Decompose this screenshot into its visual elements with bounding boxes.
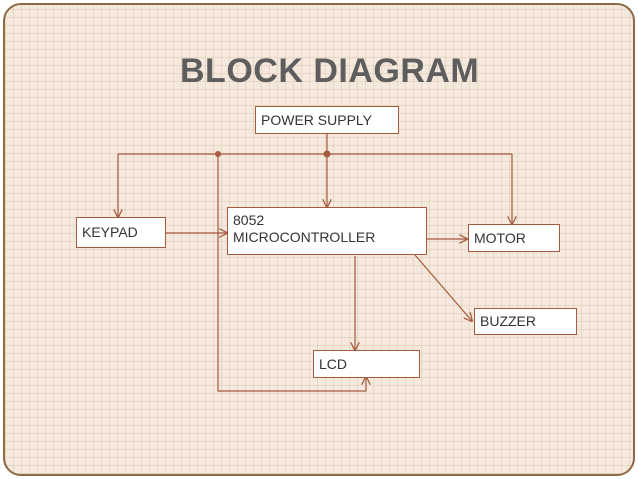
keypad-label: KEYPAD (82, 224, 138, 240)
power-supply-block: POWER SUPPLY (255, 106, 399, 134)
wire-microcontroller-to-buzzer (414, 254, 472, 321)
lcd-label: LCD (319, 355, 348, 372)
buzzer-block: BUZZER (474, 308, 577, 335)
motor-label: MOTOR (474, 229, 526, 246)
lcd-block: LCD (313, 350, 420, 378)
microcontroller-block: 8052 MICROCONTROLLER (227, 207, 427, 255)
keypad-block: KEYPAD (76, 217, 166, 248)
power-supply-label: POWER SUPPLY (261, 111, 372, 128)
microcontroller-model-label: 8052 (233, 212, 265, 228)
buzzer-label: BUZZER (480, 313, 536, 329)
slide-title: BLOCK DIAGRAM (180, 52, 480, 90)
junction-dot-left (215, 151, 221, 157)
junction-dot-center (323, 150, 331, 158)
wire-bus-to-lcd (217, 154, 366, 392)
motor-block: MOTOR (468, 224, 560, 252)
microcontroller-label: MICROCONTROLLER (233, 229, 376, 245)
